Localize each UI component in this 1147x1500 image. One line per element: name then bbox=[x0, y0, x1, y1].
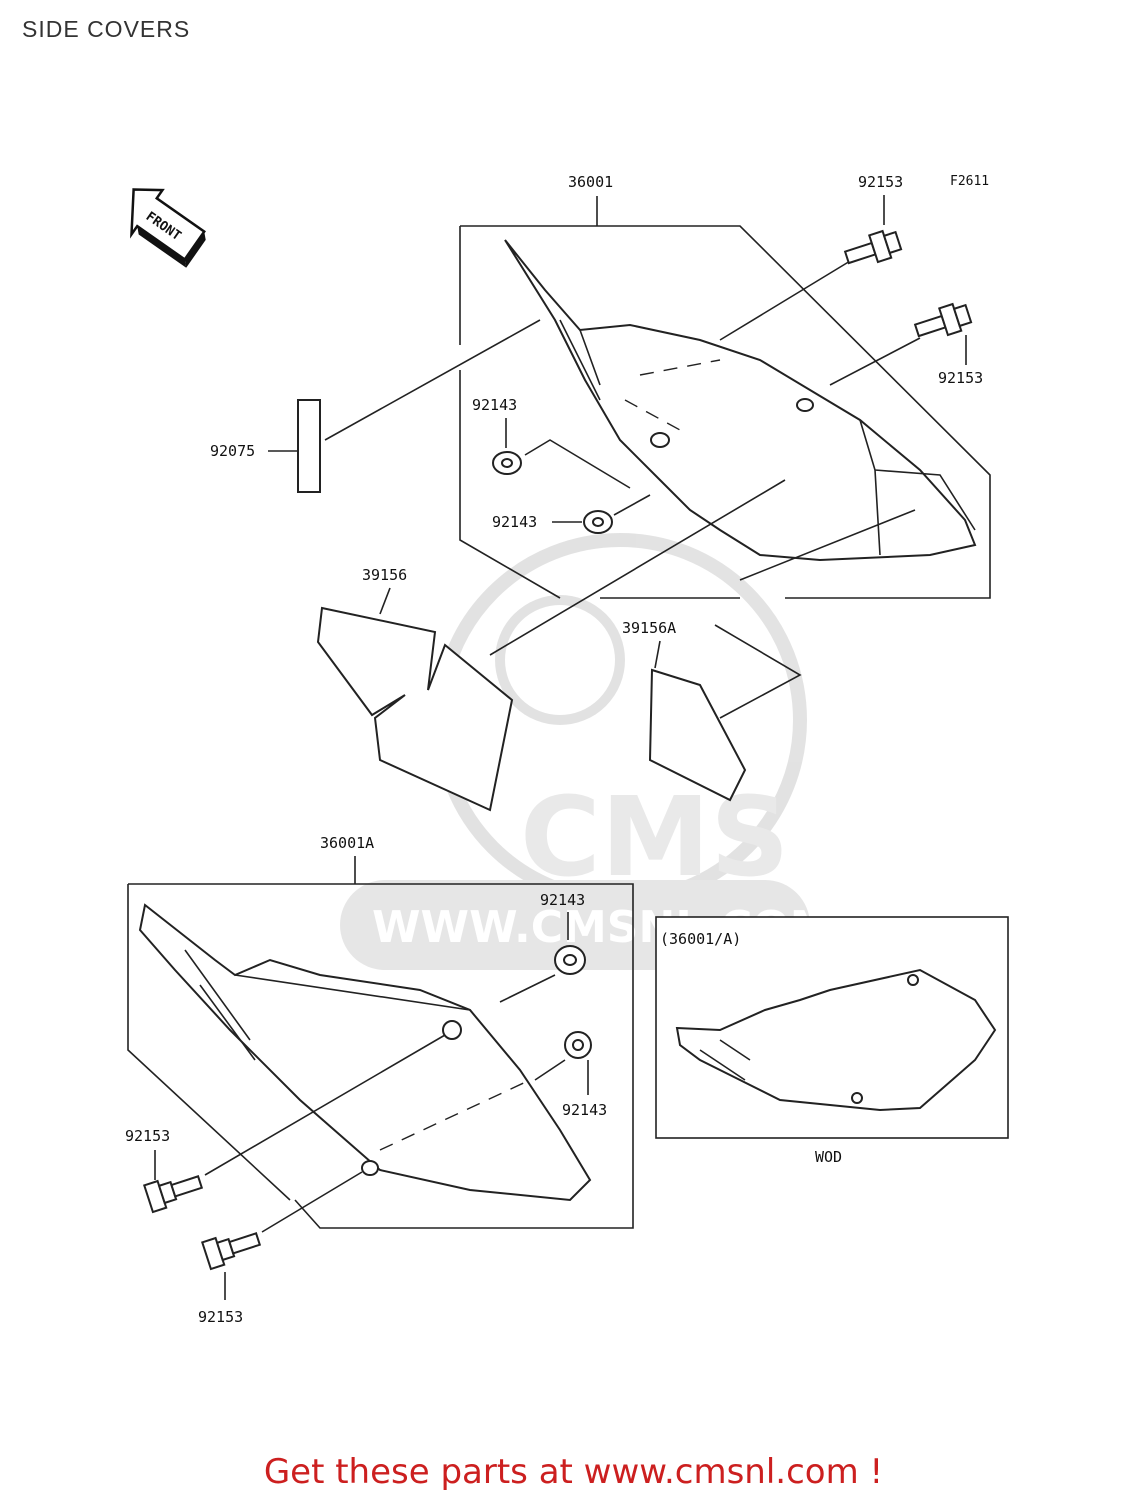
part-label-92143-d: 92143 bbox=[562, 1101, 607, 1119]
side-cover-left bbox=[138, 903, 592, 1202]
inset-cover bbox=[675, 968, 997, 1112]
bolt-icon bbox=[843, 229, 903, 265]
part-label-92143-a: 92143 bbox=[472, 396, 517, 414]
watermark-brand: CMS bbox=[520, 773, 789, 901]
damper-pad bbox=[297, 399, 321, 493]
part-label-39156A: 39156A bbox=[622, 619, 676, 637]
part-label-36001A: 36001A bbox=[320, 834, 374, 852]
decal-left bbox=[316, 606, 514, 812]
part-label-92153-c: 92153 bbox=[125, 1127, 170, 1145]
side-cover-right bbox=[504, 239, 977, 562]
part-label-36001: 36001 bbox=[568, 173, 613, 191]
parts-link-banner[interactable]: Get these parts at www.cmsnl.com ! bbox=[263, 1452, 884, 1492]
part-label-39156: 39156 bbox=[362, 566, 407, 584]
front-arrow-icon: FRONT bbox=[130, 188, 206, 268]
exploded-parts-diagram: CMS WWW.CMSNL.COM FRONT F2611 36001 9215… bbox=[125, 173, 1009, 1326]
part-label-92143-c: 92143 bbox=[540, 891, 585, 909]
bolt-icon bbox=[913, 302, 973, 338]
figure-code: F2611 bbox=[950, 174, 989, 189]
part-label-92075: 92075 bbox=[210, 442, 255, 460]
bolt-icon bbox=[201, 1232, 262, 1271]
bolt-icon bbox=[143, 1175, 204, 1214]
part-label-92153-d: 92153 bbox=[198, 1308, 243, 1326]
page-title: SIDE COVERS bbox=[22, 16, 191, 42]
part-label-92153-top: 92153 bbox=[858, 173, 903, 191]
inset-title: (36001/A) bbox=[660, 930, 741, 948]
inset-caption: WOD bbox=[815, 1148, 842, 1166]
part-label-92143-b: 92143 bbox=[492, 513, 537, 531]
part-label-92153-right: 92153 bbox=[938, 369, 983, 387]
decal-right bbox=[648, 668, 747, 802]
